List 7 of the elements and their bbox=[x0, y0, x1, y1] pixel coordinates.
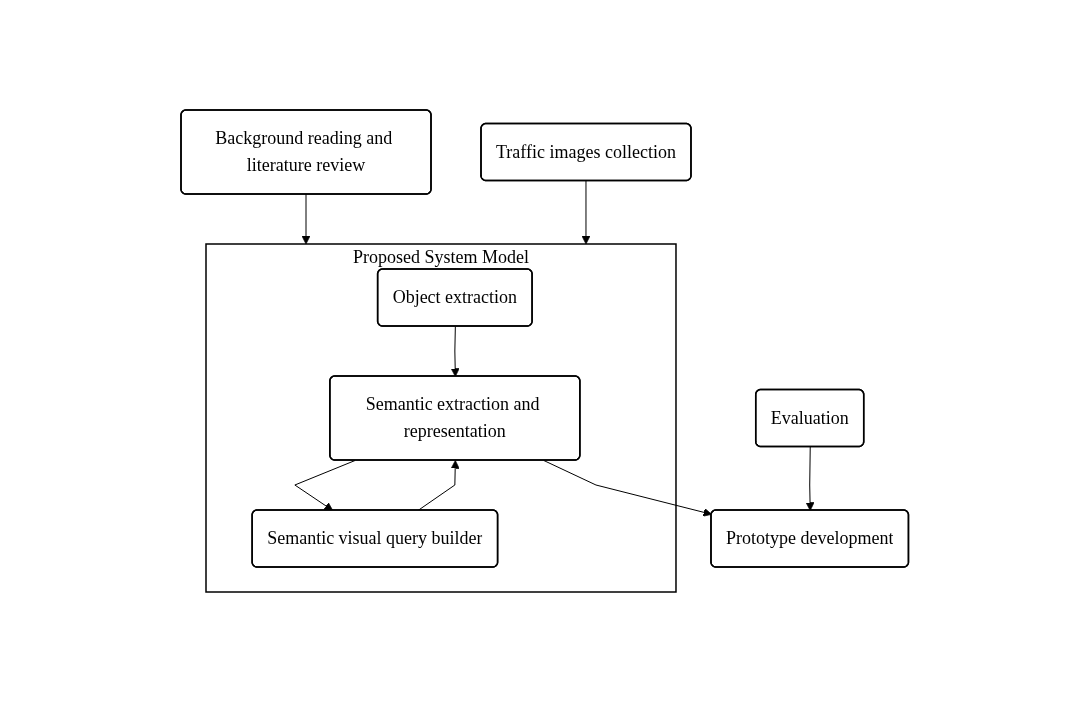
arrow bbox=[581, 180, 591, 245]
arrow bbox=[301, 193, 311, 245]
arrow bbox=[450, 326, 460, 377]
arrow bbox=[417, 460, 460, 511]
arrow bbox=[294, 460, 356, 511]
arrow bbox=[805, 446, 815, 511]
arrow bbox=[543, 460, 712, 517]
